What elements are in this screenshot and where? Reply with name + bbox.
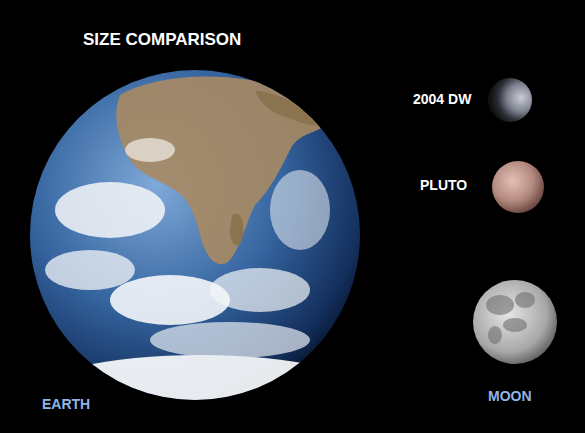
title: SIZE COMPARISON <box>83 30 241 50</box>
body-label: 2004 DW <box>413 91 471 107</box>
body-label: EARTH <box>42 396 90 412</box>
body-label: PLUTO <box>420 177 467 193</box>
body-label: MOON <box>488 388 532 404</box>
